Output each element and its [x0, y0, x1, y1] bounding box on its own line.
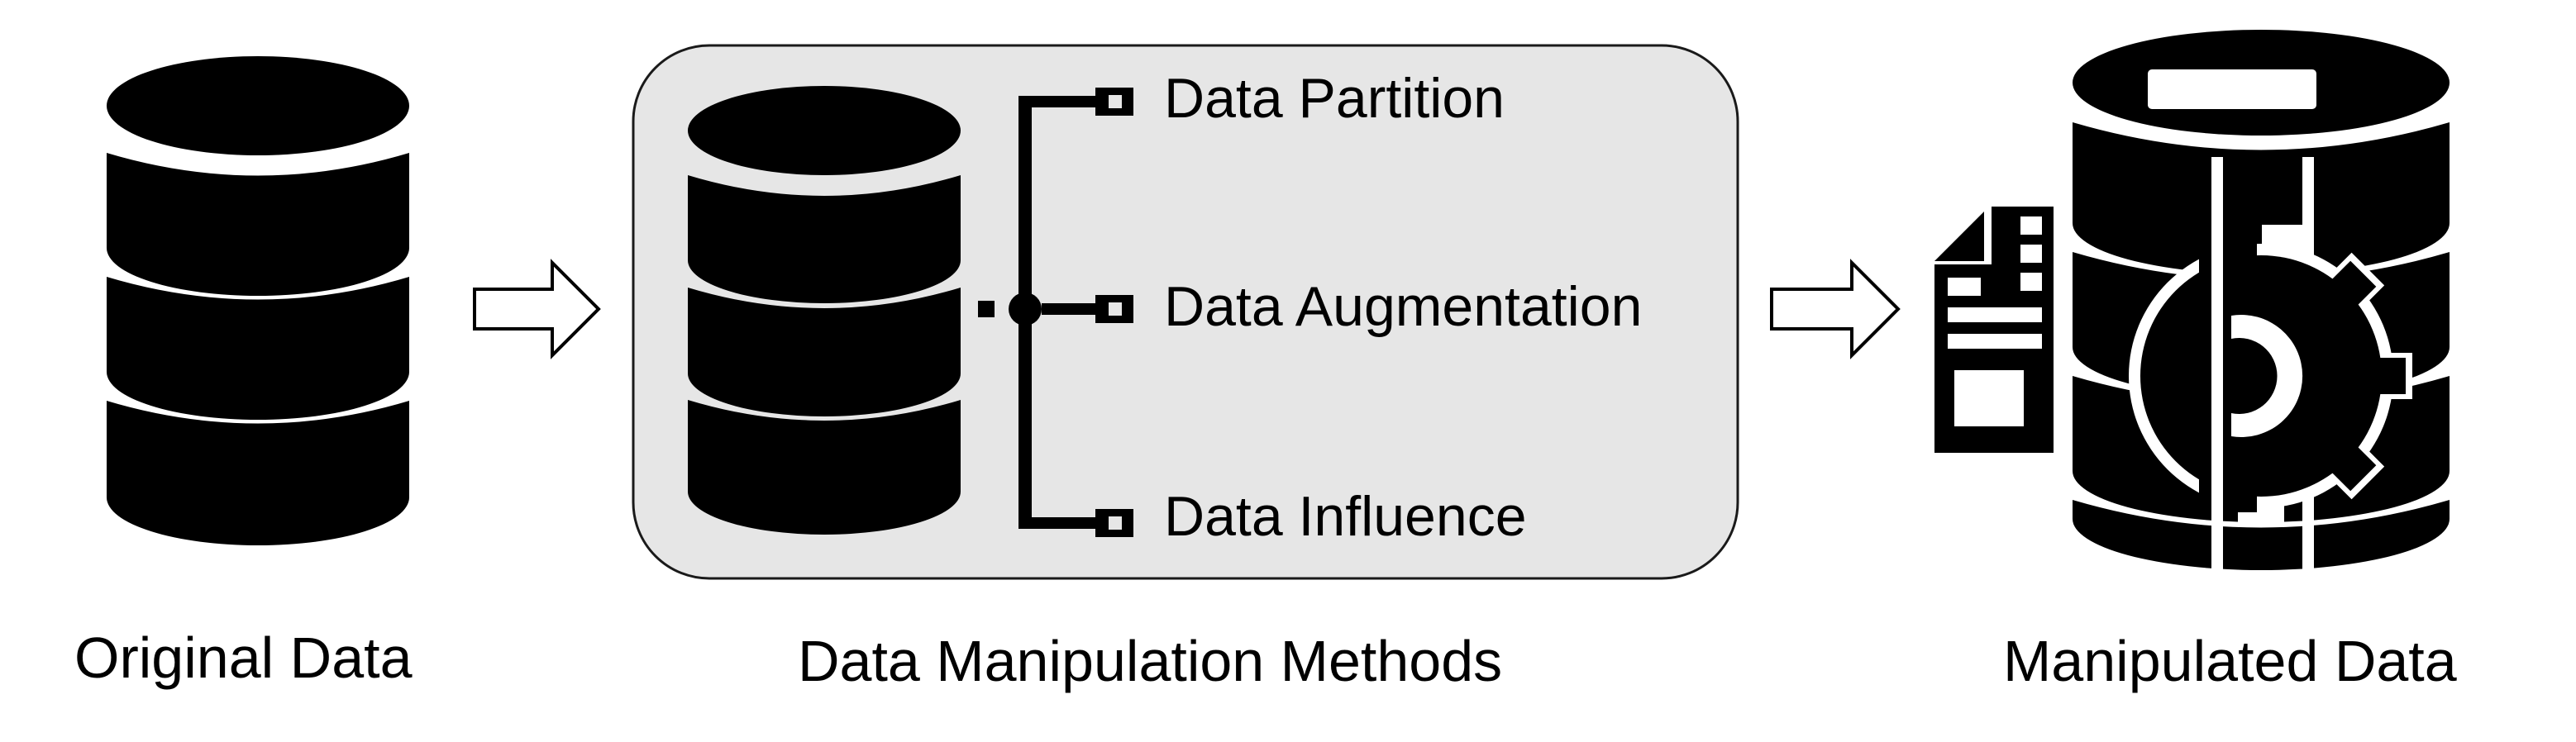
terminal-data-partition: [1095, 88, 1133, 116]
original-data-database-icon: [107, 56, 409, 545]
manipulated-data-icon: [1932, 30, 2450, 574]
terminal-data-augmentation: [1095, 295, 1133, 323]
caption-manipulated-data: Manipulated Data: [2003, 629, 2457, 693]
caption-original-data: Original Data: [74, 625, 413, 690]
method-label-data-augmentation: Data Augmentation: [1164, 275, 1643, 338]
method-label-data-partition: Data Partition: [1164, 67, 1505, 130]
flow-arrow-1: [473, 259, 601, 359]
terminal-data-influence: [1095, 509, 1133, 537]
gear-icon: [2129, 157, 2412, 574]
method-label-data-influence: Data Influence: [1164, 485, 1527, 548]
method-branch-connector: [978, 96, 1101, 529]
methods-database-icon: [688, 86, 961, 535]
database-label-slot: [2148, 69, 2316, 109]
flow-arrow-2: [1770, 259, 1901, 359]
caption-data-manipulation-methods: Data Manipulation Methods: [798, 629, 1503, 693]
document-icon: [1932, 205, 2054, 453]
